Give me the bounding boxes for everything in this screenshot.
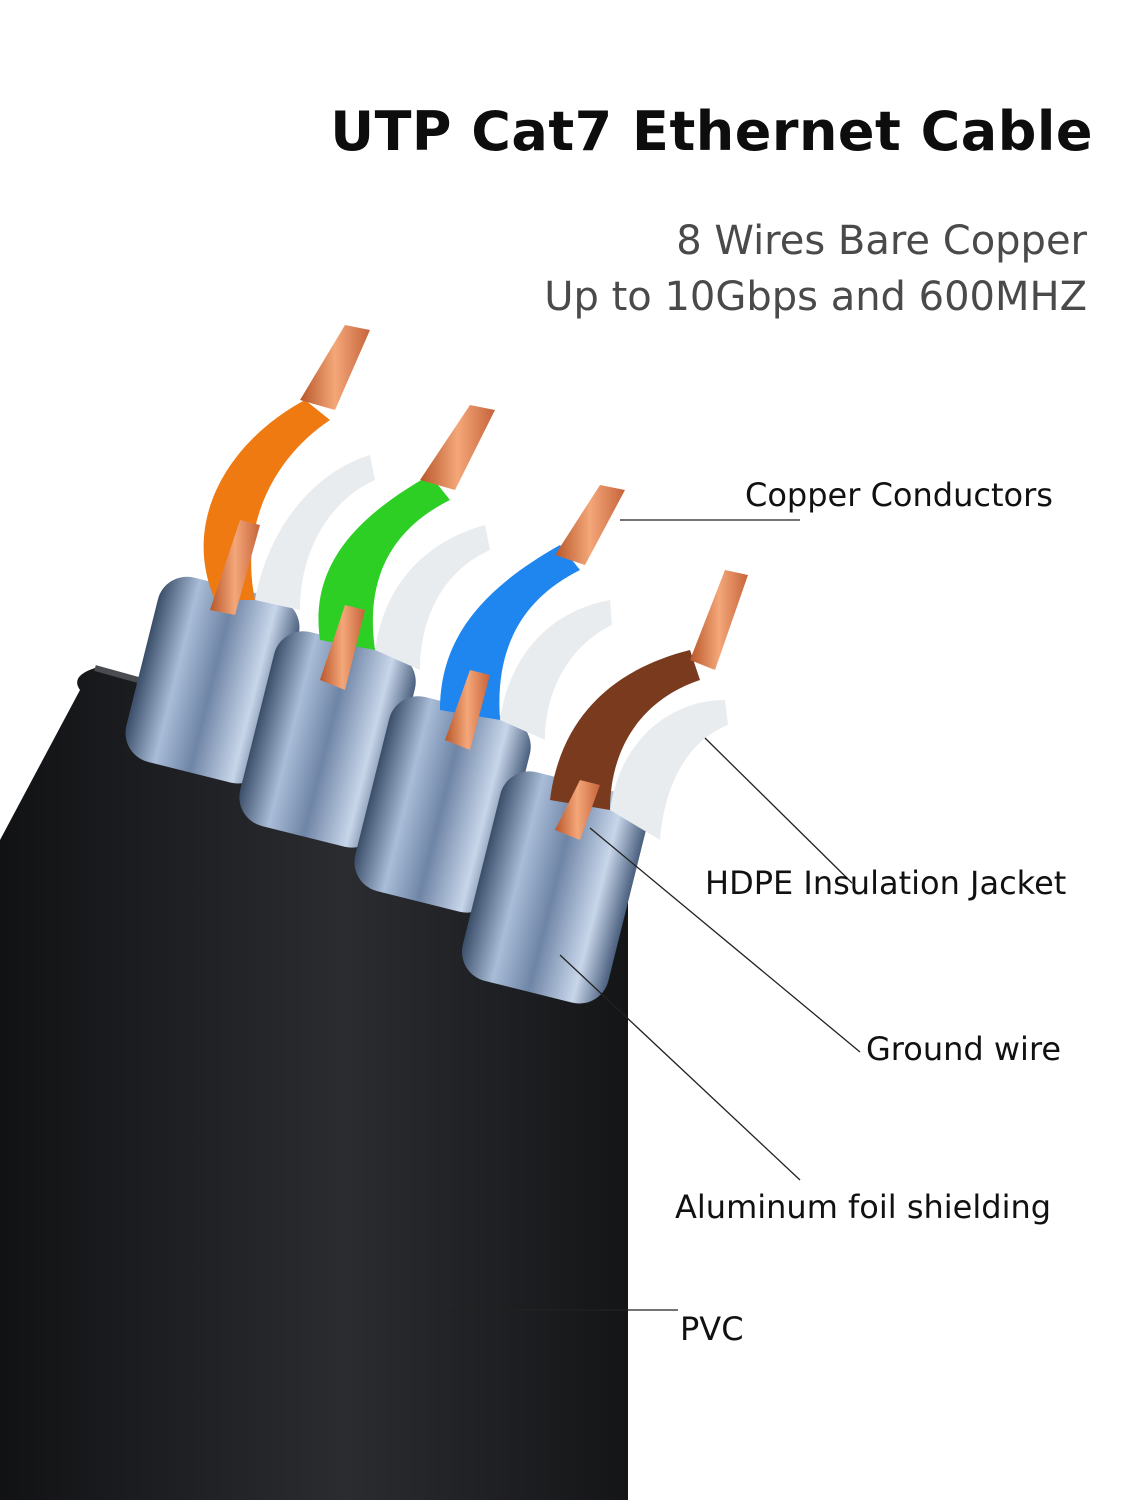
label-foil-shielding: Aluminum foil shielding [675, 1188, 1052, 1226]
subtitle-line-1: 8 Wires Bare Copper [676, 218, 1087, 264]
pair-brown [461, 570, 748, 1004]
label-ground-wire: Ground wire [866, 1030, 1062, 1068]
leader-lines [445, 519, 861, 1311]
page-title: UTP Cat7 Ethernet Cable [330, 100, 1093, 163]
leader-hdpe-jacket [704, 737, 853, 884]
leader-foil-shielding [559, 954, 801, 1181]
label-hdpe-jacket: HDPE Insulation Jacket [705, 864, 1067, 902]
leader-ground-wire [589, 827, 861, 1053]
subtitle-line-2: Up to 10Gbps and 600MHZ [544, 274, 1087, 320]
label-pvc: PVC [680, 1310, 744, 1348]
label-copper-conductors: Copper Conductors [745, 476, 1053, 514]
